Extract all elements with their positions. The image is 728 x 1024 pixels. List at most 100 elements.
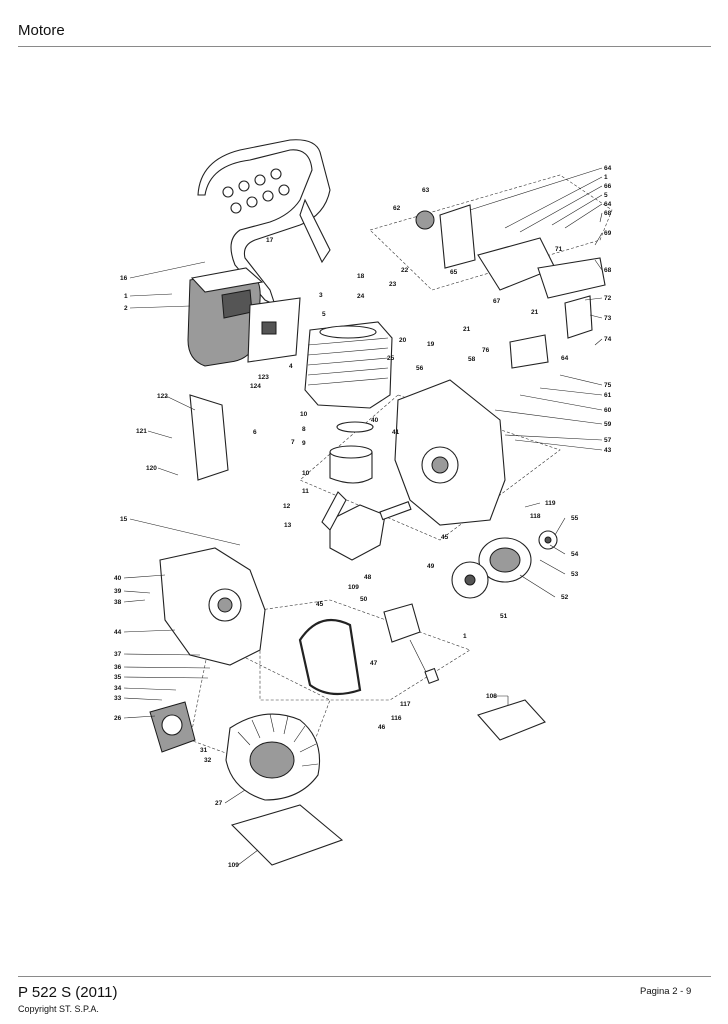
callout-16: 16 bbox=[120, 275, 128, 282]
sprocket bbox=[538, 530, 558, 550]
callout-53: 53 bbox=[571, 571, 579, 578]
brake-band bbox=[298, 618, 362, 696]
callout-1: 1 bbox=[604, 174, 608, 181]
callout-50: 50 bbox=[360, 596, 368, 603]
callout-38: 38 bbox=[114, 599, 122, 606]
callout-56: 56 bbox=[416, 365, 424, 372]
callout-66: 66 bbox=[604, 183, 612, 190]
page-title: Motore bbox=[18, 22, 65, 39]
callout-40: 40 bbox=[371, 417, 379, 424]
callout-47: 47 bbox=[370, 660, 378, 667]
callout-69: 69 bbox=[604, 230, 612, 237]
callout-36: 36 bbox=[114, 664, 122, 671]
callout-71: 71 bbox=[555, 246, 563, 253]
gasket-kit-109 bbox=[230, 804, 344, 866]
callout-51: 51 bbox=[500, 613, 508, 620]
callout-31: 31 bbox=[200, 747, 208, 754]
gasket-kit-108 bbox=[477, 699, 546, 741]
callout-117: 117 bbox=[400, 701, 411, 708]
callout-11: 11 bbox=[302, 488, 309, 495]
footer-divider bbox=[18, 976, 711, 977]
callout-116: 116 bbox=[391, 715, 402, 722]
callout-10: 10 bbox=[302, 470, 310, 477]
handle-bar bbox=[197, 139, 331, 307]
callout-5: 5 bbox=[322, 311, 326, 318]
callout-118: 118 bbox=[530, 513, 541, 520]
callout-61: 61 bbox=[604, 392, 612, 399]
crankshaft bbox=[321, 491, 412, 561]
callout-35: 35 bbox=[114, 674, 122, 681]
callout-39: 39 bbox=[114, 588, 122, 595]
callout-64: 64 bbox=[604, 201, 612, 208]
callout-52: 52 bbox=[561, 594, 569, 601]
callout-54: 54 bbox=[571, 551, 579, 558]
callout-45: 45 bbox=[441, 534, 449, 541]
callout-123: 123 bbox=[258, 374, 269, 381]
muffler bbox=[187, 267, 264, 367]
callout-72: 72 bbox=[604, 295, 612, 302]
oil-pump bbox=[383, 603, 440, 684]
clutch bbox=[451, 561, 489, 599]
callout-3: 3 bbox=[319, 292, 323, 299]
callout-43: 43 bbox=[604, 447, 612, 454]
callout-57: 57 bbox=[604, 437, 612, 444]
callout-17: 17 bbox=[266, 237, 274, 244]
callout-1: 1 bbox=[463, 633, 467, 640]
gasket-port bbox=[261, 321, 277, 335]
callout-19: 19 bbox=[427, 341, 435, 348]
callout-68: 68 bbox=[604, 267, 612, 274]
callout-6: 6 bbox=[253, 429, 257, 436]
page-number: Pagina 2 - 9 bbox=[640, 986, 692, 997]
callout-119: 119 bbox=[545, 500, 556, 507]
callout-labels: 64 1 66 5 64 68 69 68 63 62 65 67 71 72 … bbox=[114, 165, 612, 869]
callout-13: 13 bbox=[284, 522, 292, 529]
callout-34: 34 bbox=[114, 685, 122, 692]
callout-67: 67 bbox=[493, 298, 501, 305]
callout-27: 27 bbox=[215, 800, 223, 807]
callout-109: 109 bbox=[228, 862, 239, 869]
callout-49: 49 bbox=[427, 563, 435, 570]
callout-7: 7 bbox=[291, 439, 295, 446]
callout-8: 8 bbox=[302, 426, 306, 433]
callout-22: 22 bbox=[401, 267, 409, 274]
callout-58: 58 bbox=[468, 356, 476, 363]
callout-26: 26 bbox=[114, 715, 122, 722]
callout-64: 64 bbox=[604, 165, 612, 172]
intake-plate bbox=[189, 394, 229, 481]
crankcase-left bbox=[159, 547, 266, 666]
crankcase-right bbox=[394, 379, 506, 526]
callout-62: 62 bbox=[393, 205, 401, 212]
flywheel bbox=[225, 713, 321, 801]
air-filter-assembly bbox=[415, 204, 606, 369]
callout-9: 9 bbox=[302, 440, 306, 447]
callout-21: 21 bbox=[463, 326, 471, 333]
callout-18: 18 bbox=[357, 273, 365, 280]
callout-75: 75 bbox=[604, 382, 612, 389]
leader-lines bbox=[123, 167, 603, 866]
callout-108: 108 bbox=[486, 693, 497, 700]
callout-5: 5 bbox=[604, 192, 608, 199]
callout-15: 15 bbox=[120, 516, 128, 523]
callout-12: 12 bbox=[283, 503, 291, 510]
callout-21: 21 bbox=[531, 309, 539, 316]
callout-25: 25 bbox=[387, 355, 395, 362]
callout-44: 44 bbox=[114, 629, 122, 636]
callout-59: 59 bbox=[604, 421, 612, 428]
callout-40: 40 bbox=[114, 575, 122, 582]
piston bbox=[329, 421, 374, 484]
callout-76: 76 bbox=[482, 347, 490, 354]
callout-23: 23 bbox=[389, 281, 397, 288]
callout-120: 120 bbox=[146, 465, 157, 472]
callout-37: 37 bbox=[114, 651, 122, 658]
model-name: P 522 S (2011) bbox=[18, 984, 118, 1001]
callout-74: 74 bbox=[604, 336, 612, 343]
callout-68: 68 bbox=[604, 210, 612, 217]
callout-2: 2 bbox=[124, 305, 128, 312]
callout-10: 10 bbox=[300, 411, 308, 418]
callout-46: 46 bbox=[378, 724, 386, 731]
callout-4: 4 bbox=[289, 363, 293, 370]
callout-24: 24 bbox=[357, 293, 365, 300]
callout-41: 41 bbox=[392, 429, 400, 436]
callout-20: 20 bbox=[399, 337, 407, 344]
